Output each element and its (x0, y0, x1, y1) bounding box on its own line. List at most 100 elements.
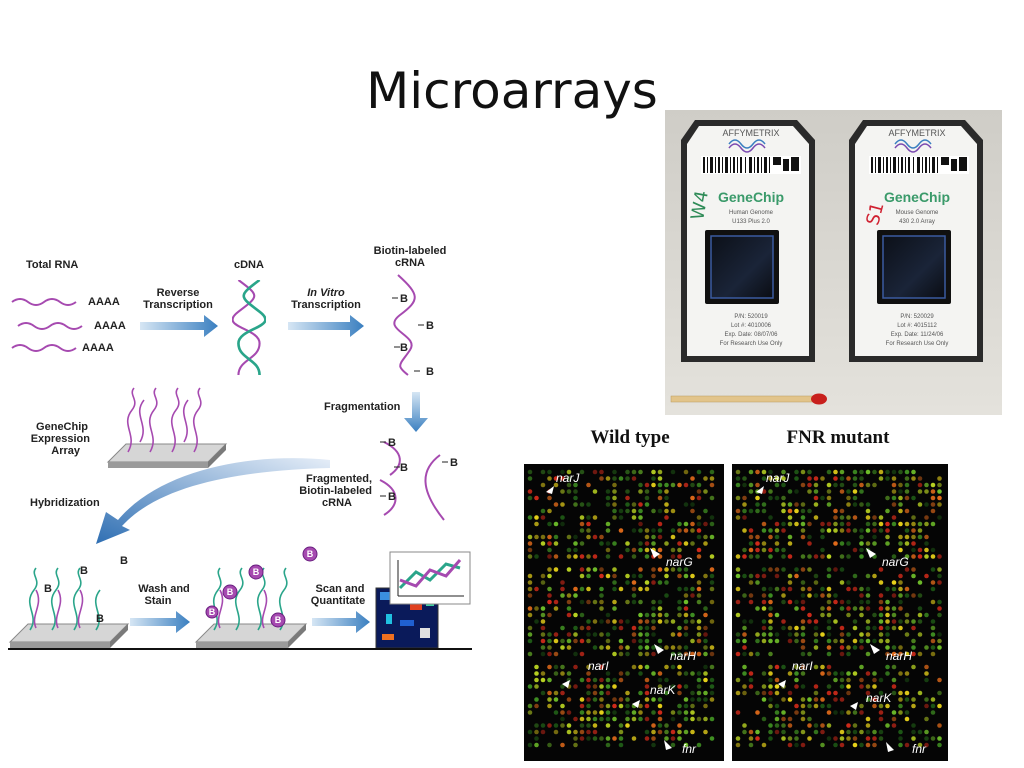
array-spot (657, 528, 663, 533)
array-spot (846, 541, 851, 546)
array-spot (683, 593, 689, 598)
array-spot (839, 677, 845, 683)
svg-text:GeneChip: GeneChip (884, 189, 950, 205)
array-spot (586, 521, 591, 527)
array-spot (690, 502, 695, 507)
array-spot (540, 606, 546, 611)
array-spot (839, 742, 845, 748)
array-spot (735, 638, 741, 644)
array-spot (631, 736, 637, 741)
array-spot (755, 534, 760, 540)
array-spot (761, 599, 767, 605)
array-spot (579, 703, 585, 709)
array-spot (592, 716, 598, 722)
array-spot (566, 469, 572, 475)
array-spot (573, 612, 578, 618)
array-spot (833, 508, 838, 514)
array-spot (573, 742, 578, 748)
array-spot (586, 528, 591, 533)
array-spot (638, 645, 643, 650)
svg-text:B: B (80, 565, 88, 577)
array-spot (891, 716, 897, 722)
array-spot (605, 489, 611, 494)
array-spot (904, 469, 910, 475)
array-spot (774, 664, 780, 670)
array-spot (579, 528, 585, 533)
array-spot (774, 612, 780, 618)
array-spot (709, 736, 715, 741)
array-spot (586, 736, 591, 741)
array-spot (644, 612, 650, 618)
array-spot (924, 502, 929, 507)
array-spot (566, 723, 572, 728)
array-spot (625, 697, 630, 702)
array-spot (774, 684, 780, 689)
array-spot (898, 599, 903, 605)
array-spot (657, 469, 663, 475)
array-spot (657, 521, 663, 527)
array-spot (579, 638, 585, 644)
mrna-strands (11, 298, 83, 352)
array-spot (592, 534, 598, 540)
array-spot (547, 547, 552, 553)
array-spot (839, 469, 845, 475)
array-spot (826, 554, 832, 559)
polya-tail-1: AAAA (88, 296, 120, 308)
array-spot (898, 710, 903, 715)
array-spot (768, 593, 773, 598)
array-spot (605, 619, 611, 624)
array-spot (592, 684, 598, 689)
array-spot (638, 632, 643, 637)
array-spot (683, 606, 689, 611)
array-spot (547, 508, 552, 514)
array-spot (781, 476, 786, 481)
array-spot (807, 612, 812, 618)
array-spot (696, 671, 702, 676)
array-spot (807, 736, 812, 741)
barcode-mouse-icon (869, 156, 969, 174)
array-spot (820, 521, 825, 527)
array-spot (878, 606, 884, 611)
array-spot (800, 632, 806, 637)
array-spot (891, 612, 897, 618)
array-spot (859, 729, 864, 735)
array-spot (774, 690, 780, 696)
array-spot (787, 573, 793, 579)
array-spot (787, 599, 793, 605)
label-reverse: Reverse (157, 287, 200, 299)
array-spot (625, 703, 630, 709)
array-spot (690, 612, 695, 618)
array-spot (696, 521, 702, 527)
array-spot (846, 586, 851, 592)
array-spot (904, 508, 910, 514)
array-spot (592, 697, 598, 702)
array-spot (911, 703, 916, 709)
array-spot (872, 528, 877, 533)
array-spot (553, 554, 559, 559)
array-spot (911, 619, 916, 624)
array-spot (781, 547, 786, 553)
array-spot (592, 736, 598, 741)
match-stick (670, 393, 827, 405)
array-spot (553, 534, 559, 540)
array-spot (560, 723, 565, 728)
array-spot (560, 586, 565, 592)
array-spot (781, 502, 786, 507)
svg-text:Lot #: 4015112: Lot #: 4015112 (897, 323, 937, 329)
array-spot (664, 593, 669, 598)
array-spot (911, 723, 916, 728)
array-spot (586, 586, 591, 592)
array-spot (547, 495, 552, 501)
array-spot (852, 476, 858, 481)
array-spot (768, 651, 773, 657)
array-spot (813, 593, 819, 598)
array-spot (677, 632, 682, 637)
array-spot (820, 476, 825, 481)
array-spot (579, 697, 585, 702)
array-spot (651, 736, 656, 741)
array-spot (566, 671, 572, 676)
array-spot (761, 625, 767, 631)
svg-text:Exp. Date: 08/07/06: Exp. Date: 08/07/06 (724, 332, 778, 338)
array-spot (599, 534, 604, 540)
array-spot (774, 703, 780, 709)
